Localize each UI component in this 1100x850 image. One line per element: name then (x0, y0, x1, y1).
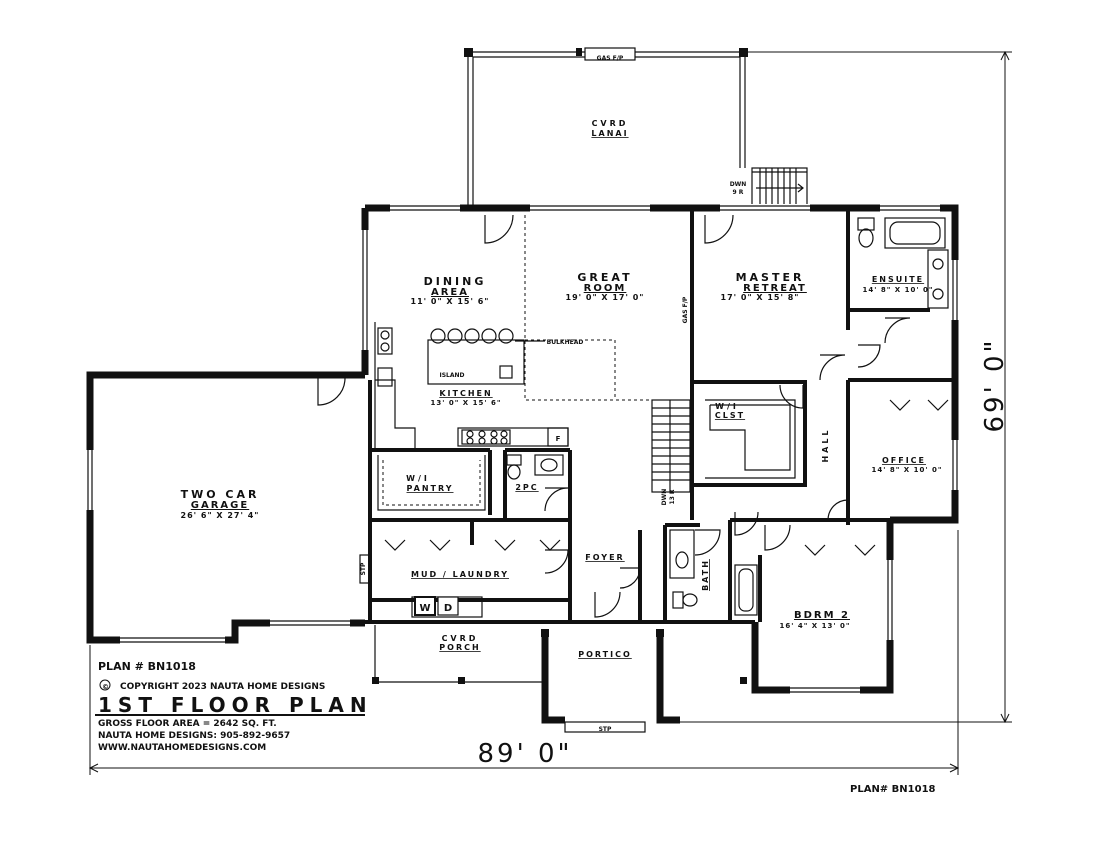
stairs-down-label-1: DWN (661, 489, 668, 506)
gas-fireplace-great-label: GAS F/P (682, 296, 689, 323)
website: WWW.NAUTAHOMEDESIGNS.COM (98, 743, 266, 753)
room-labels: GAS F/P CVRD LANAI DWN 9 R DINING AREA 1… (181, 55, 943, 733)
stairs-down-label-2: 13 R (669, 489, 676, 504)
island-label: ISLAND (439, 372, 464, 379)
gas-fireplace-lanai-label: GAS F/P (597, 55, 624, 62)
plan-title: 1ST FLOOR PLAN (98, 693, 373, 717)
lanai (464, 47, 808, 209)
garage-label-1: TWO CAR (181, 488, 260, 501)
ensuite-label: ENSUITE (872, 275, 924, 284)
garage-label-2: GARAGE (191, 500, 249, 511)
pantry-label-1: W/I (406, 474, 430, 483)
great-room-label-1: GREAT (577, 271, 632, 284)
dining-label-2: AREA (431, 287, 469, 298)
bdrm2-size: 16' 4" X 13' 0" (780, 622, 851, 630)
washer-label: W (419, 603, 430, 614)
foyer-label: FOYER (585, 553, 624, 562)
ensuite-fixtures (857, 217, 949, 309)
kitchen-fixtures (374, 215, 650, 451)
master-label-2: RETREAT (743, 283, 807, 294)
title-block: PLAN # BN1018 © COPYRIGHT 2023 NAUTA HOM… (95, 660, 936, 795)
company-phone: NAUTA HOME DESIGNS: 905-892-9657 (98, 731, 290, 741)
stairs (651, 399, 691, 493)
lanai-steps-label-1: DWN (730, 181, 747, 188)
width-dimension: 89' 0" (478, 739, 573, 769)
garage-size: 26' 6" X 27' 4" (181, 511, 260, 520)
kitchen-label: KITCHEN (439, 389, 492, 398)
portico-step-label: STP (599, 726, 612, 733)
bulkhead-label: BULKHEAD (547, 339, 584, 346)
lanai-label-1: CVRD (592, 119, 629, 128)
porch-label-2: PORCH (439, 643, 480, 652)
pantry-fixtures (377, 455, 486, 511)
doors (317, 214, 949, 618)
copyright-text: COPYRIGHT 2023 NAUTA HOME DESIGNS (120, 682, 325, 692)
interior-walls (368, 208, 955, 622)
pantry-label-2: PANTRY (407, 484, 454, 493)
copyright-symbol: © (102, 683, 109, 691)
bath-fixtures (669, 529, 758, 616)
ensuite-size: 14' 8" X 10' 0" (863, 286, 934, 294)
office-size: 14' 8" X 10' 0" (872, 466, 943, 474)
office-label: OFFICE (882, 456, 926, 465)
wi-closet-label-1: W/I (715, 402, 739, 411)
mud-laundry-label: MUD / LAUNDRY (411, 570, 509, 579)
dimensions: 89' 0" 69' 0" (478, 338, 1011, 770)
gross-floor-area: GROSS FLOOR AREA = 2642 SQ. FT. (98, 719, 277, 729)
dining-label-1: DINING (424, 275, 487, 288)
lanai-steps-label-2: 9 R (733, 189, 744, 196)
porch (359, 554, 756, 733)
closet-fixtures (705, 399, 796, 479)
dryer-label: D (444, 603, 452, 614)
kitchen-size: 13' 0" X 15' 6" (431, 399, 502, 407)
fridge-label: F (556, 435, 561, 443)
powder-fixtures (506, 454, 564, 480)
bdrm2-label: BDRM 2 (794, 610, 850, 621)
dimension-lines (88, 50, 1012, 775)
depth-dimension: 69' 0" (980, 338, 1010, 433)
hall-label: HALL (821, 427, 830, 462)
laundry-fixtures (411, 596, 483, 618)
lanai-label-2: LANAI (591, 129, 628, 138)
plan-number-corner: PLAN# BN1018 (850, 784, 936, 795)
bath-label: BATH (701, 559, 710, 591)
porch-label-1: CVRD (442, 634, 479, 643)
master-size: 17' 0" X 15' 8" (721, 293, 800, 302)
portico-label: PORTICO (578, 650, 632, 659)
great-room-label-2: ROOM (584, 283, 627, 294)
plan-number: PLAN # BN1018 (98, 660, 196, 673)
wi-closet-label-2: CLST (715, 411, 745, 420)
windows (86, 204, 959, 694)
dining-size: 11' 0" X 15' 6" (411, 297, 490, 306)
master-label-1: MASTER (736, 271, 805, 284)
garage-step-label: STP (360, 562, 367, 575)
great-room-size: 19' 0" X 17' 0" (566, 293, 645, 302)
powder-room-label: 2PC (515, 483, 538, 492)
